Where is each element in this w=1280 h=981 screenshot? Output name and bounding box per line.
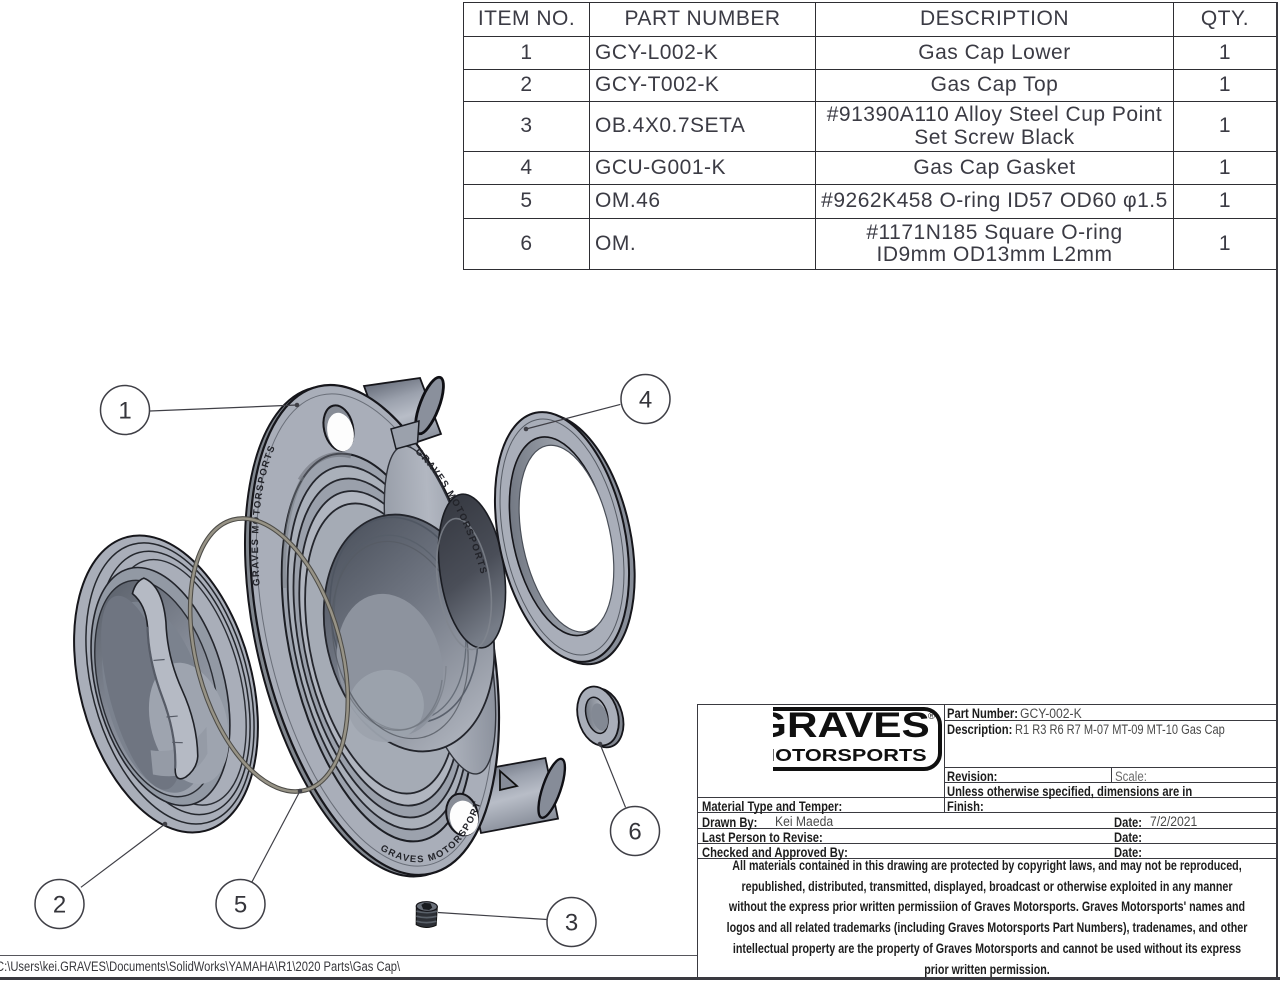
svg-text:3: 3	[565, 910, 578, 937]
svg-text:5: 5	[234, 892, 247, 919]
svg-text:6: 6	[628, 819, 641, 846]
svg-text:2: 2	[53, 892, 66, 919]
svg-text:1: 1	[118, 398, 131, 425]
svg-text:4: 4	[639, 387, 652, 414]
